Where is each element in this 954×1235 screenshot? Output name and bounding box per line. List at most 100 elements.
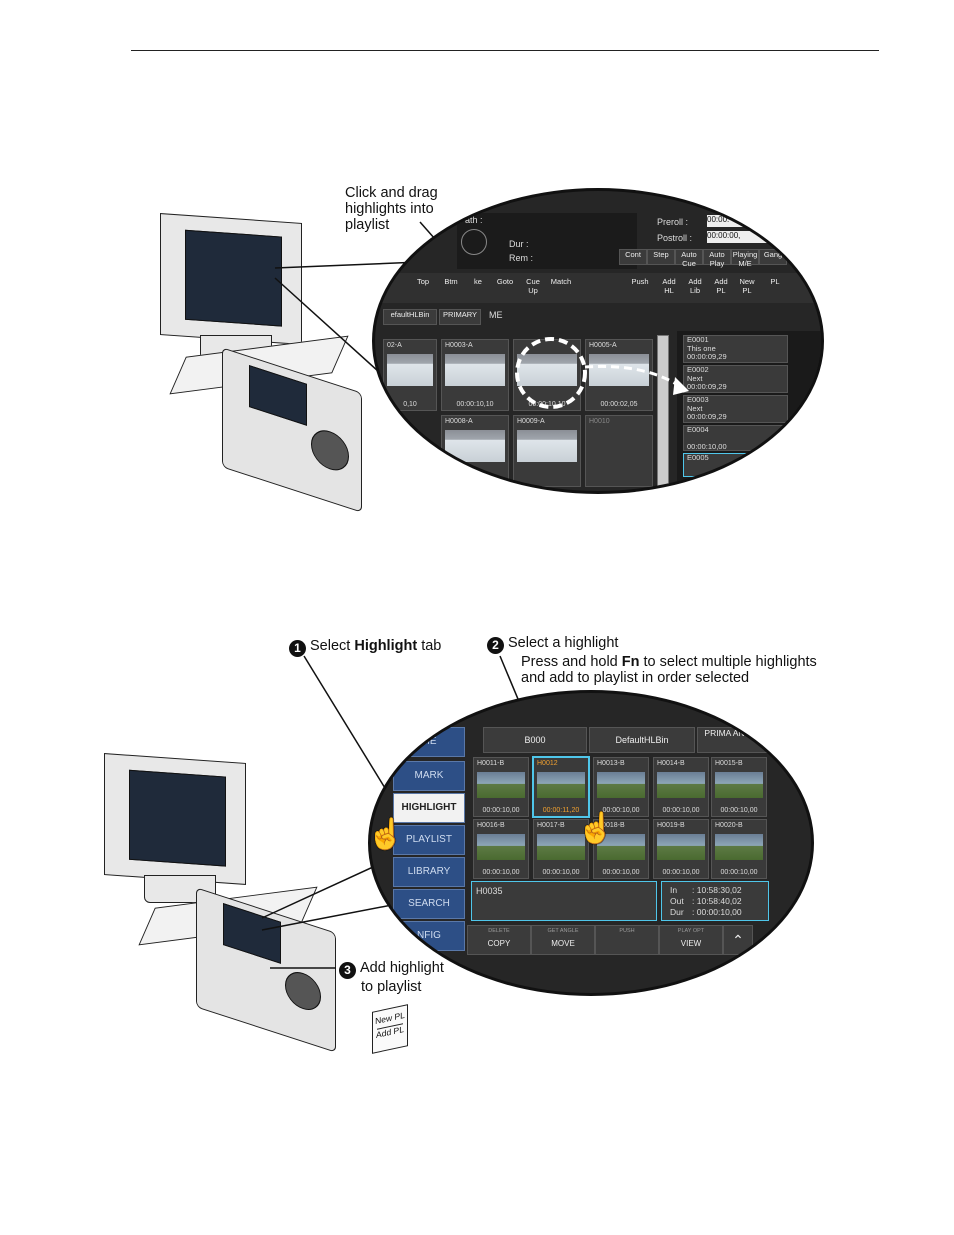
clip-thumb[interactable]: H0003-A 00:00:10,10 bbox=[441, 339, 509, 411]
button-bar bbox=[375, 273, 821, 303]
top-button[interactable]: Top bbox=[416, 277, 430, 286]
postroll-field[interactable]: 00:00:00, bbox=[707, 231, 787, 243]
event-name: This one bbox=[687, 343, 716, 353]
highlight-thumb[interactable]: H0017-B 00:00:10,00 bbox=[533, 819, 589, 879]
highlight-image bbox=[537, 834, 585, 860]
highlight-image bbox=[715, 772, 763, 798]
status-circle bbox=[461, 229, 487, 255]
highlight-thumb[interactable]: H0015-B 00:00:10,00 bbox=[711, 757, 767, 817]
goto-button[interactable]: Goto bbox=[496, 277, 514, 286]
tab-mark[interactable]: MARK bbox=[393, 761, 465, 791]
drag-source-circle bbox=[515, 337, 587, 409]
event-timecode: 00:00:09,29 bbox=[687, 412, 727, 421]
clip-thumb-empty[interactable]: H0010 bbox=[585, 415, 653, 487]
auto-cue-button[interactable]: Auto Cue bbox=[675, 249, 703, 268]
event-name: Next bbox=[687, 373, 703, 383]
highlight-name-field[interactable]: H0035 bbox=[471, 881, 657, 921]
caption-bold: Highlight bbox=[354, 638, 418, 654]
pointing-hand-icon: ☝ bbox=[577, 812, 615, 845]
clip-thumb[interactable]: 02-A 0,10 bbox=[383, 339, 437, 411]
drag-arrow bbox=[584, 364, 682, 389]
clip-label: H0005-A bbox=[589, 342, 617, 349]
push-button[interactable]: Push bbox=[631, 277, 649, 286]
soft-key-copy[interactable]: DELETE COPY bbox=[467, 925, 531, 955]
step-button[interactable]: Step bbox=[647, 249, 675, 265]
add-hl-button[interactable]: Add HL bbox=[662, 277, 676, 295]
tab-config[interactable]: NFIG bbox=[393, 921, 465, 951]
highlight-image bbox=[537, 772, 585, 798]
event-id: E0001 bbox=[687, 335, 709, 344]
highlight-label: H0011-B bbox=[477, 760, 505, 767]
highlight-label: H0012 bbox=[537, 760, 558, 767]
new-pl-button[interactable]: New PL bbox=[739, 277, 755, 295]
tab-search[interactable]: SEARCH bbox=[393, 889, 465, 919]
highlight-thumb[interactable]: H0014-B 00:00:10,00 bbox=[653, 757, 709, 817]
cue-up-button[interactable]: Cue Up bbox=[526, 277, 540, 295]
highlight-timecode: 00:00:10,00 bbox=[602, 807, 640, 814]
caption-text: to playlist bbox=[361, 979, 422, 995]
highlight-image bbox=[657, 834, 705, 860]
bin-name-field[interactable]: B000 bbox=[483, 727, 587, 753]
zoom-panel-2: ME MARK HIGHLIGHT PLAYLIST LIBRARY SEARC… bbox=[368, 690, 814, 996]
btm-button[interactable]: Btm bbox=[444, 277, 458, 286]
tab-playlist[interactable]: PLAYLIST bbox=[393, 825, 465, 855]
playlist-event[interactable]: E0004 00:00:10,00 bbox=[683, 425, 788, 451]
highlight-thumb[interactable]: H0020-B 00:00:10,00 bbox=[711, 819, 767, 879]
highlight-label: H0014-B bbox=[657, 760, 685, 767]
in-value: 10:58:30,02 bbox=[696, 885, 742, 895]
cont-button[interactable]: Cont bbox=[619, 249, 647, 265]
auto-play-button[interactable]: Auto Play bbox=[703, 249, 731, 268]
highlight-thumb[interactable]: H0019-B 00:00:10,00 bbox=[653, 819, 709, 879]
step-number-badge: 3 bbox=[339, 962, 356, 979]
clip-scrollbar[interactable] bbox=[657, 335, 669, 487]
soft-key-view[interactable]: PLAY OPT VIEW bbox=[659, 925, 723, 955]
clip-label: H0010 bbox=[589, 418, 610, 425]
highlight-image bbox=[477, 772, 525, 798]
dur-value: 00:00:10,00 bbox=[696, 907, 742, 917]
bin-button[interactable]: efaultHLBin bbox=[383, 309, 437, 325]
primary-button[interactable]: PRIMARY bbox=[439, 309, 481, 325]
match-button[interactable]: Match bbox=[550, 277, 572, 286]
playing-me-button[interactable]: Playing M/E bbox=[731, 249, 759, 268]
clip-label: H0009-A bbox=[517, 418, 545, 425]
playlist-event[interactable]: E0002 Next 00:00:09,29 bbox=[683, 365, 788, 393]
event-id: E0002 bbox=[687, 365, 709, 374]
highlight-label: H0018-B bbox=[597, 822, 625, 829]
highlight-thumb[interactable]: H0016-B 00:00:10,00 bbox=[473, 819, 529, 879]
clip-thumb[interactable]: H0005-A 00:00:02,05 bbox=[585, 339, 653, 411]
page-up-icon[interactable]: ⌃ bbox=[723, 925, 753, 955]
preroll-field[interactable]: 00:00: bbox=[707, 215, 787, 227]
soft-key-move[interactable]: GET ANGLE MOVE bbox=[531, 925, 595, 955]
highlight-thumb[interactable]: H0018-B 00:00:10,00 bbox=[593, 819, 649, 879]
highlight-timecode: 00:00:10,00 bbox=[542, 869, 580, 876]
soft-key-push[interactable]: PUSH bbox=[595, 925, 659, 955]
dur-label: Dur : bbox=[509, 239, 529, 249]
clip-image bbox=[517, 354, 577, 386]
drag-overlay bbox=[515, 337, 689, 409]
pl-button[interactable]: PL bbox=[770, 277, 780, 286]
highlight-thumb[interactable]: H0013-B 00:00:10,00 bbox=[593, 757, 649, 817]
tab-home[interactable]: ME bbox=[393, 727, 465, 757]
highlight-timecode: 00:00:11,20 bbox=[542, 807, 580, 814]
highlight-thumb-selected[interactable]: H0012 00:00:11,20 bbox=[533, 757, 589, 817]
highlight-bin-field[interactable]: DefaultHLBin bbox=[589, 727, 695, 753]
playlist-event[interactable]: E0003 Next 00:00:09,29 bbox=[683, 395, 788, 423]
clip-thumb[interactable]: H0008-A bbox=[441, 415, 509, 487]
clip-thumb[interactable]: H0009-A bbox=[513, 415, 581, 487]
highlight-image bbox=[597, 834, 645, 860]
highlight-timecode: 00:00:10,00 bbox=[602, 869, 640, 876]
angle-field[interactable]: PRIMA ANGLE bbox=[697, 727, 769, 753]
add-lib-button[interactable]: Add Lib bbox=[688, 277, 702, 295]
soft-key-shift-label: PLAY OPT bbox=[677, 928, 705, 934]
step-number-badge: 2 bbox=[487, 637, 504, 654]
gang-button[interactable]: Gang bbox=[759, 249, 787, 265]
make-button[interactable]: ke bbox=[474, 277, 482, 286]
playlist-event[interactable]: E0005 bbox=[683, 453, 788, 477]
highlight-thumb[interactable]: H0011-B 00:00:10,00 bbox=[473, 757, 529, 817]
tab-highlight[interactable]: HIGHLIGHT bbox=[393, 793, 465, 823]
status-area: Path : Dur : Rem : bbox=[457, 213, 637, 269]
add-pl-button[interactable]: Add PL bbox=[714, 277, 728, 295]
tab-library[interactable]: LIBRARY bbox=[393, 857, 465, 887]
playlist-event[interactable]: E0001 This one 00:00:09,29 bbox=[683, 335, 788, 363]
